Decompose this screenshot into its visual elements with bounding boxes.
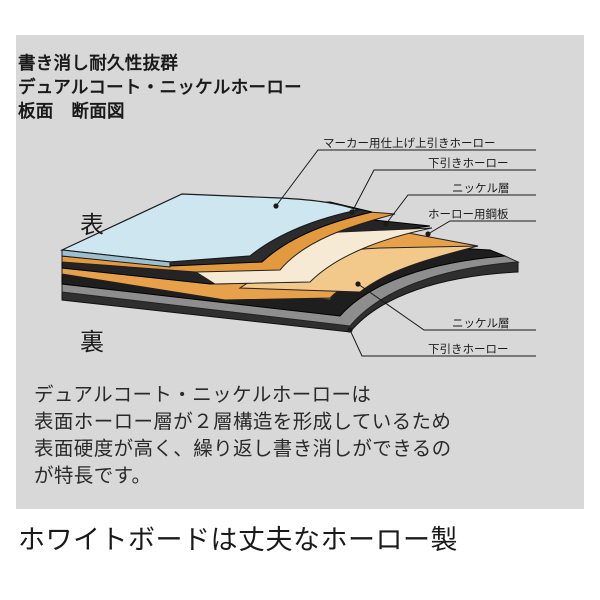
label-ground-enamel-bottom: 下引きホーロー [428,342,509,356]
label-enamel-steel: ホーロー用鋼板 [428,207,509,221]
leader-lines [275,149,536,357]
leader-marker-enamel [275,149,536,207]
label-ground-enamel-top: 下引きホーロー [428,156,509,170]
label-nickel-bottom: ニッケル層 [452,316,510,330]
description-line-2: 表面ホーロー層が２層構造を形成しているため [34,410,452,433]
leader-nickel-top [385,194,536,225]
description-line-4: が特長です。 [34,464,152,487]
heading-line-3: 板面 断面図 [18,102,125,122]
leader-ground-enamel-bottom [349,329,536,357]
heading-line-2: デュアルコート・ニッケルホーロー [18,78,302,98]
leader-ground-enamel-top [351,169,536,213]
leader-enamel-steel [427,220,536,235]
description-line-3: 表面硬度が高く、繰り返し書き消しができるの [34,437,452,460]
label-marker-enamel: マーカー用仕上げ上引きホーロー [323,136,496,150]
label-nickel-top: ニッケル層 [452,181,510,195]
heading-line-1: 書き消し耐久性抜群 [18,54,179,74]
leader-nickel-bottom [357,283,536,331]
front-side-label: 表 [80,211,104,239]
back-side-label: 裏 [80,328,104,356]
description-line-1: デュアルコート・ニッケルホーローは [34,383,372,406]
layer-marker-enamel-edge [61,249,171,268]
caption: ホワイトボードは丈夫なホーロー製 [18,525,458,556]
layer-marker-enamel [59,193,361,263]
